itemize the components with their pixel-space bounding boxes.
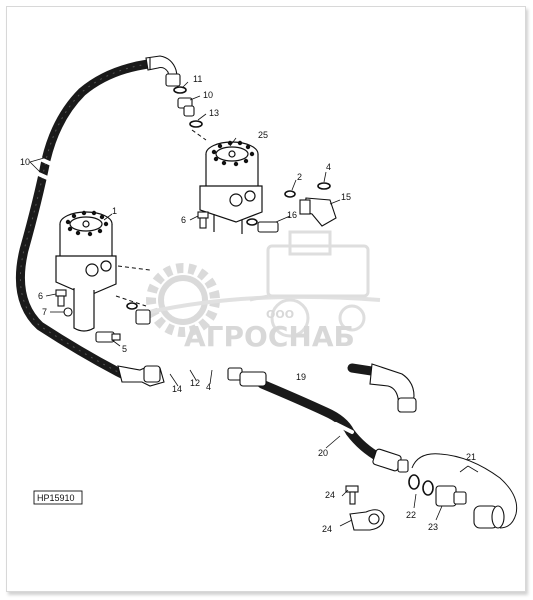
hose-lower-fitting-right [372, 448, 409, 473]
callout-1: 1 [112, 206, 117, 216]
callout-19: 20 [318, 448, 328, 458]
adapter-10 [177, 97, 195, 117]
steering-valve-1 [55, 210, 117, 332]
callout-8: 10 [20, 157, 30, 167]
callout-4-lower: 4 [206, 382, 211, 392]
callout-6-lower: 6 [38, 291, 43, 301]
callout-7: 7 [42, 307, 47, 317]
callout-14: 15 [341, 192, 351, 202]
callout-23: 24 [325, 490, 335, 500]
hose-lower-fitting-left [227, 367, 267, 387]
bolt-6-upper [197, 211, 209, 229]
callout-12: 12 [190, 378, 200, 388]
callout-4-upper: 4 [326, 162, 331, 172]
callout-2: 2 [297, 172, 302, 182]
steering-valve-25 [199, 140, 263, 234]
callout-22: 23 [428, 522, 438, 532]
watermark: ООО АГРОСНАБ [146, 230, 381, 353]
cap-20 [473, 505, 505, 529]
o-ring-11 [189, 120, 203, 128]
watermark-small: ООО [266, 308, 294, 321]
elbow-fitting-right [369, 363, 417, 413]
callout-15: 16 [287, 210, 297, 220]
fitting-15 [246, 218, 279, 233]
leader-lines [29, 81, 479, 527]
diagram-code-box: HP15910 [33, 490, 83, 505]
o-ring-9 [173, 86, 187, 94]
callout-11: 13 [209, 108, 219, 118]
o-ring-2 [284, 190, 296, 198]
callout-13: 14 [172, 384, 182, 394]
watermark-brand: АГРОСНАБ [184, 320, 355, 353]
o-ring-21 [408, 474, 434, 496]
washer-7 [63, 307, 73, 317]
hose-fitting-top [145, 55, 181, 87]
bolt-6-lower [55, 289, 67, 307]
callout-6-upper: 6 [181, 215, 186, 225]
callout-9: 11 [193, 74, 202, 84]
callout-10: 10 [203, 90, 213, 100]
callout-21: 22 [406, 510, 416, 520]
clamp-24 [349, 509, 385, 531]
fitting-5 [95, 331, 121, 343]
callout-25: 25 [258, 130, 268, 140]
callout-5: 5 [122, 344, 127, 354]
hose-main [15, 59, 153, 381]
hose-fitting-bottom [117, 365, 165, 387]
callout-24: 24 [322, 524, 332, 534]
callout-16: 19 [296, 372, 306, 382]
fitting-center [126, 302, 151, 325]
callout-labels: 10 11 10 13 25 2 4 15 16 6 1 6 7 5 14 12… [20, 74, 476, 534]
o-ring-4-upper [317, 182, 331, 190]
elbow-fitting-14 [299, 197, 337, 227]
hose-lower [257, 379, 385, 463]
tether-20 [411, 453, 518, 529]
bolt-23 [345, 485, 359, 505]
adapter-22 [435, 485, 467, 507]
callout-20: 21 [466, 452, 476, 462]
diagram-code: HP15910 [37, 493, 75, 503]
harvester-icon [249, 230, 370, 338]
